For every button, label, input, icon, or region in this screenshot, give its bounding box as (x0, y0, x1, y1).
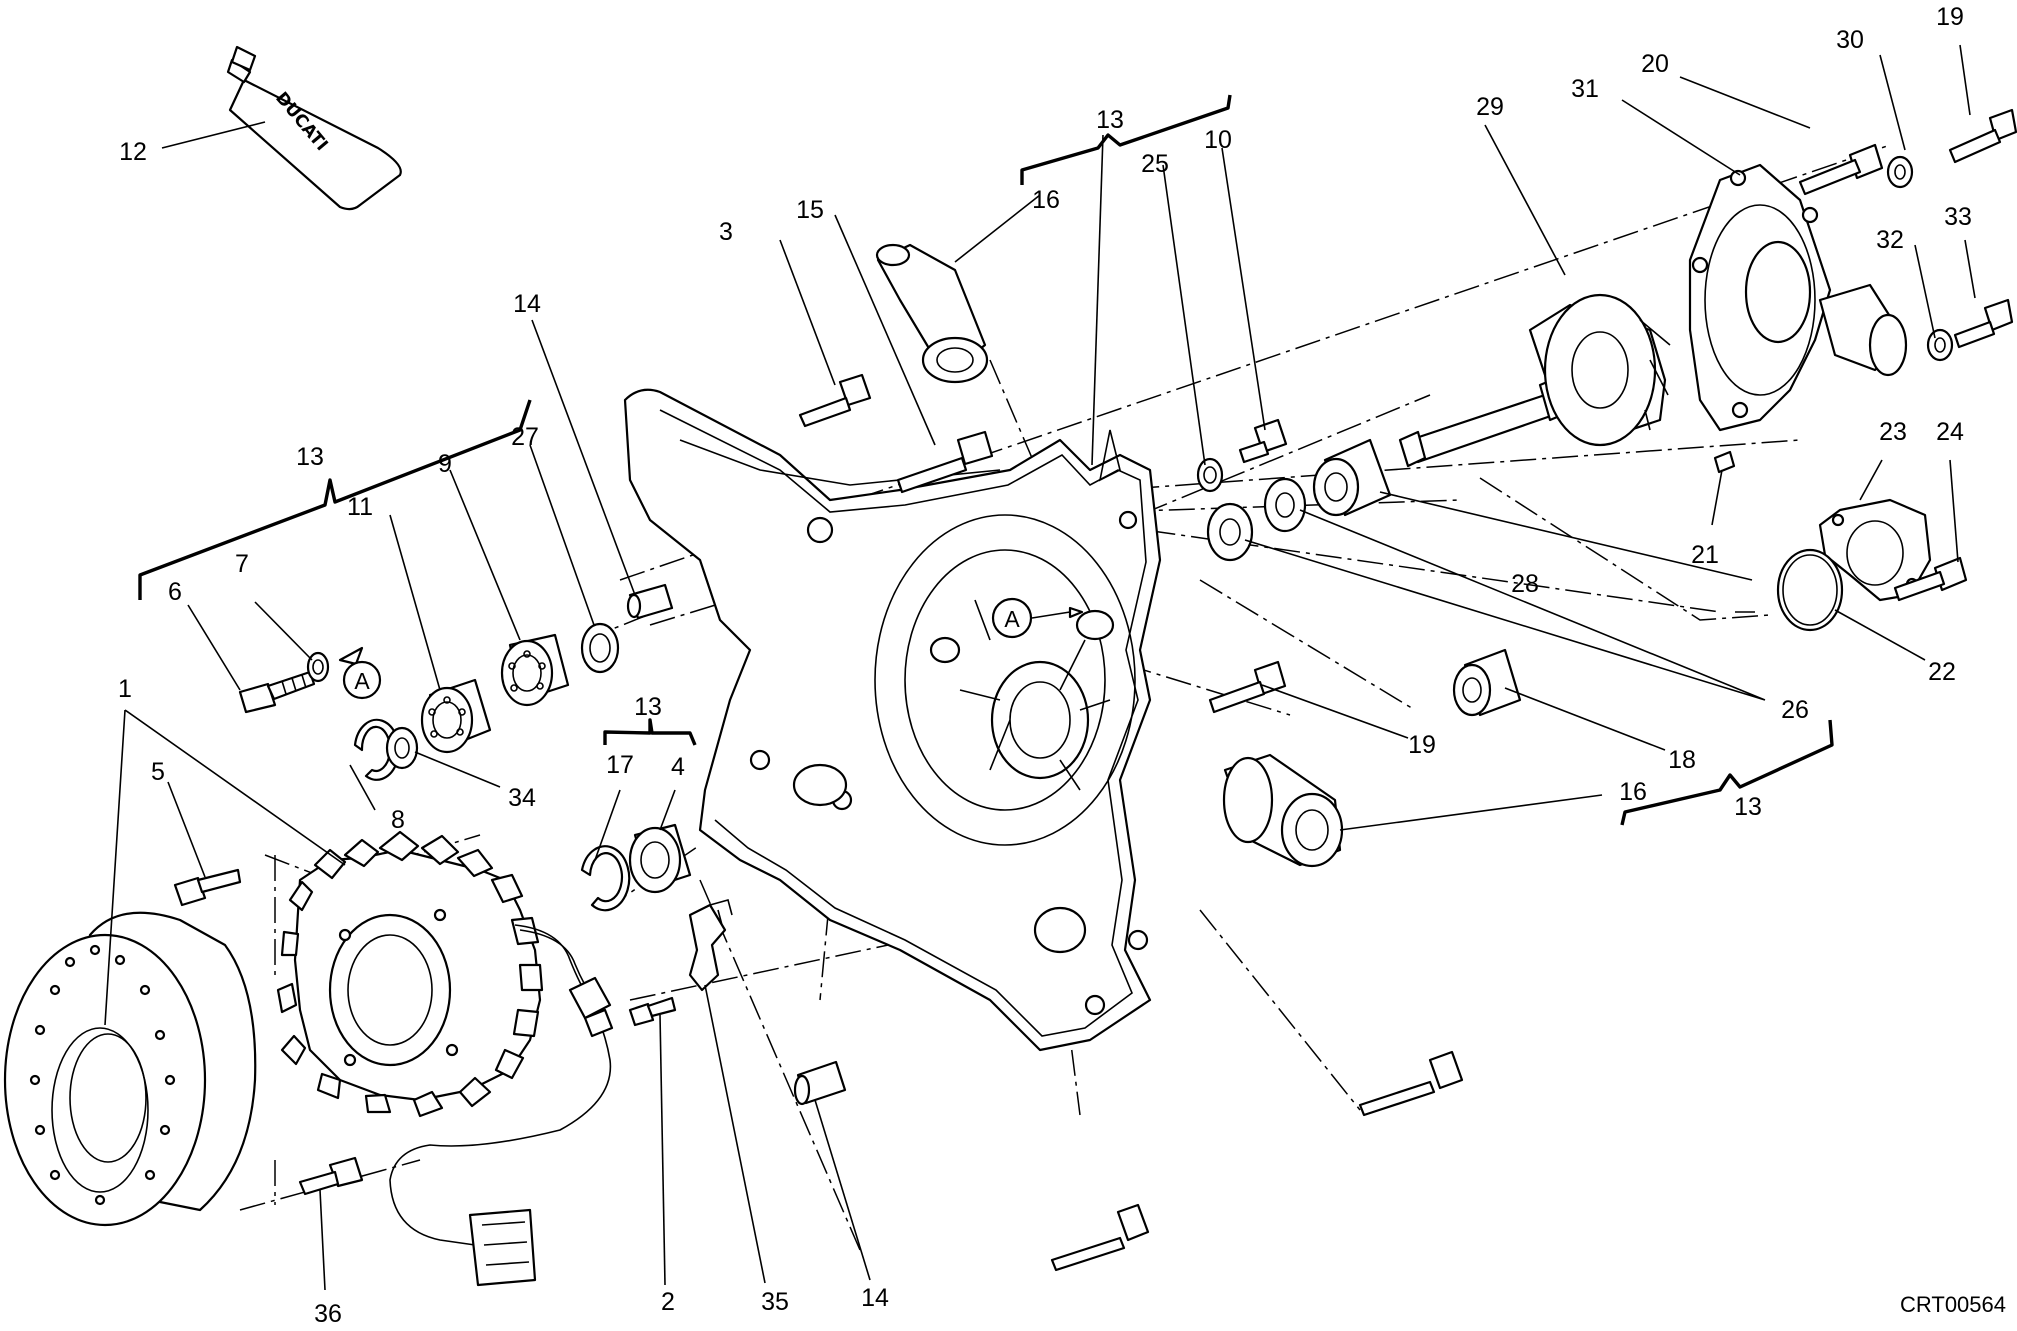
callout-25: 25 (1141, 150, 1169, 178)
callout-17: 17 (606, 751, 634, 779)
leader-lines (104, 44, 1976, 1291)
callout-29: 29 (1476, 93, 1504, 121)
callout-13-top: 13 (1096, 106, 1124, 134)
callout-16-upper: 16 (1032, 186, 1060, 214)
callout-5: 5 (151, 758, 165, 786)
callout-11: 11 (347, 493, 373, 521)
callout-14-upper: 14 (513, 290, 541, 318)
callout-21: 21 (1691, 541, 1719, 569)
brace-right (1620, 719, 1834, 826)
left-small-parts: A (173, 583, 1464, 1272)
callout-1: 1 (118, 675, 132, 703)
group-braces (138, 94, 1834, 826)
rotor-holes (29, 944, 176, 1206)
brace-top (1020, 94, 1232, 185)
stator (276, 830, 614, 1287)
callout-labels: 1 2 3 4 5 6 7 8 9 10 11 12 13 13 13 13 1… (118, 3, 1972, 1328)
callout-20: 20 (1641, 50, 1669, 78)
callout-4: 4 (671, 753, 685, 781)
callout-3: 3 (719, 218, 733, 246)
callout-12: 12 (119, 138, 147, 166)
callout-2: 2 (661, 1288, 675, 1316)
ref-letter-A: A (1004, 606, 1020, 632)
brace-left (138, 399, 532, 600)
callout-16-lower: 16 (1619, 778, 1647, 806)
flywheel-rotor (3, 911, 257, 1227)
callout-28: 28 (1511, 570, 1539, 598)
callout-36: 36 (314, 1300, 342, 1328)
callout-9: 9 (438, 450, 452, 478)
brace-small (603, 718, 697, 746)
callout-26: 26 (1781, 696, 1809, 724)
callout-27: 27 (511, 423, 539, 451)
callout-30: 30 (1836, 26, 1864, 54)
stator-windings (276, 830, 544, 1118)
figure-code: CRT00564 (1900, 1292, 2006, 1317)
callout-22: 22 (1928, 658, 1956, 686)
callout-34: 34 (508, 784, 536, 812)
callout-23: 23 (1879, 418, 1907, 446)
callout-6: 6 (168, 578, 182, 606)
callout-18: 18 (1668, 746, 1696, 774)
callout-19-middle: 19 (1408, 731, 1436, 759)
callout-19-top: 19 (1936, 3, 1964, 31)
callout-32: 32 (1876, 226, 1904, 254)
callout-24: 24 (1936, 418, 1964, 446)
callout-31: 31 (1571, 75, 1599, 103)
callout-13-small: 13 (634, 693, 662, 721)
sealant-tube: DUCATI (226, 45, 402, 211)
right-parts (798, 108, 2017, 868)
callout-10: 10 (1204, 126, 1232, 154)
callout-14-lower: 14 (861, 1284, 889, 1312)
callout-13-right: 13 (1734, 793, 1762, 821)
callout-7: 7 (235, 550, 249, 578)
callout-8: 8 (391, 806, 405, 834)
callout-33: 33 (1944, 203, 1972, 231)
generator-cover: A (623, 388, 1162, 1052)
ref-letter-A-left: A (354, 668, 370, 694)
callout-13-left: 13 (296, 443, 324, 471)
callout-15: 15 (796, 196, 824, 224)
callout-35: 35 (761, 1288, 789, 1316)
